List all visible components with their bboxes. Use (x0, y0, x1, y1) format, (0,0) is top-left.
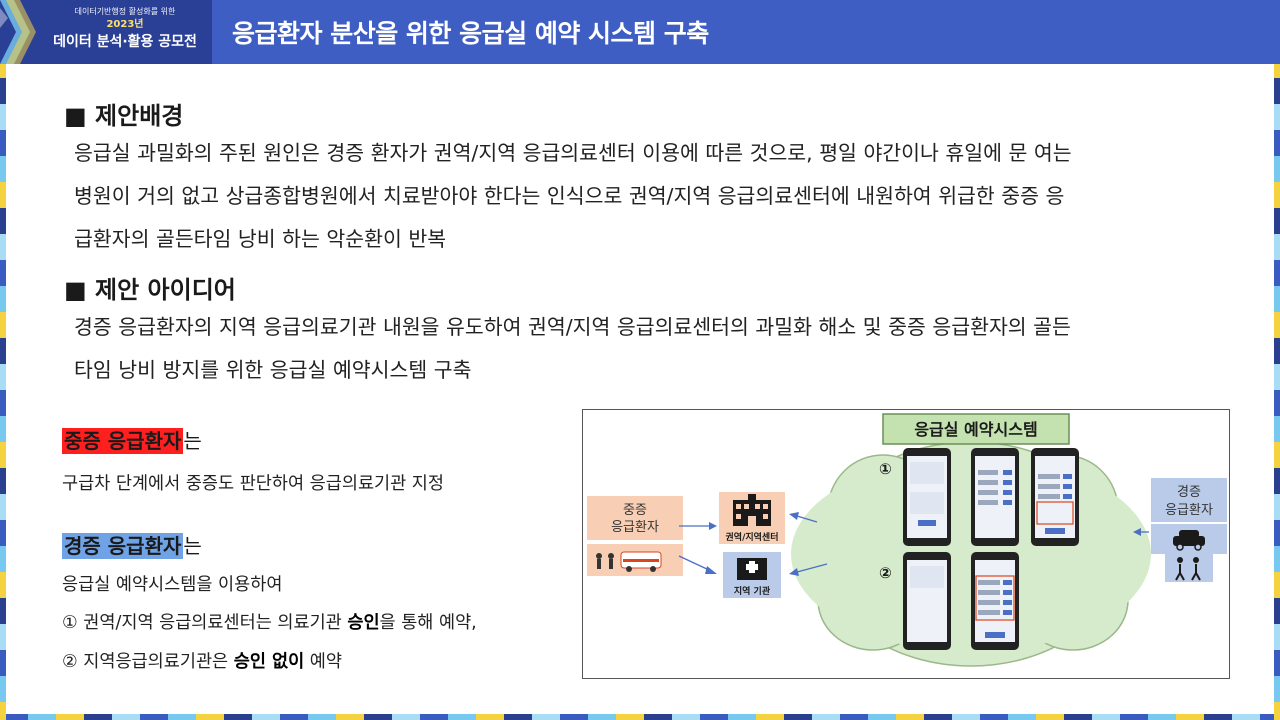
mild-item-2-bold: 승인 없이 (233, 652, 305, 672)
section-heading-background: ■ 제안배경 (64, 102, 184, 130)
mild-patient-box (1151, 478, 1227, 522)
phone-mockup (903, 448, 951, 546)
logo-line-1: 데이터기반행정 활성화를 위한 (74, 7, 176, 16)
mild-item-1-text: ① 권역/지역 응급의료센터는 의료기관 (62, 613, 348, 633)
phone-mockup (971, 448, 1019, 546)
local-clinic-icon (723, 552, 781, 598)
contest-logo: 데이터기반행정 활성화를 위한 2023년 데이터 분석·활용 공모전 (0, 0, 212, 64)
background-line: 급환자의 골든타임 낭비 하는 악순환이 반복 (74, 227, 447, 251)
system-title-box (882, 413, 1070, 445)
background-line: 병원이 거의 없고 상급종합병원에서 치료받아야 한다는 인식으로 권역/지역 … (74, 184, 1065, 208)
flow-arrows (678, 512, 1149, 576)
severe-description: 구급차 단계에서 중증도 판단하여 응급의료기관 지정 (62, 474, 445, 494)
background-paragraph: 응급실 과밀화의 주된 원인은 경증 환자가 권역/지역 응급의료센터 이용에 … (74, 132, 1224, 261)
idea-line: 경증 응급환자의 지역 응급의료기관 내원을 유도하여 권역/지역 응급의료센터… (74, 315, 1071, 339)
idea-paragraph: 경증 응급환자의 지역 응급의료기관 내원을 유도하여 권역/지역 응급의료센터… (74, 306, 1224, 392)
mild-item-2-text: ② 지역응급의료기관은 (62, 652, 234, 672)
mild-item-1: ① 권역/지역 응급의료센터는 의료기관 승인을 통해 예약, (62, 609, 477, 634)
mild-item-1-bold: 승인 (347, 613, 380, 633)
mild-description: 응급실 예약시스템을 이용하여 (62, 575, 283, 595)
severe-suffix: 는 (183, 429, 202, 453)
hospital-building-icon (719, 492, 785, 544)
ambulance-icon (587, 544, 683, 576)
mild-box-line-1: 경증 (1177, 485, 1201, 500)
page-title: 응급환자 분산을 위한 응급실 예약 시스템 구축 (232, 19, 709, 48)
phone-mockup (903, 552, 951, 650)
frame-left (0, 0, 6, 720)
system-title: 응급실 예약시스템 (914, 420, 1037, 439)
logo-line-2: 2023년 (106, 19, 144, 30)
diagram-svg: 응급실 예약시스템 ① ② (587, 413, 1227, 667)
section-heading-idea: ■ 제안 아이디어 (64, 276, 236, 304)
mild-suffix: 는 (183, 534, 202, 558)
severe-patient-box (587, 496, 683, 540)
local-label: 지역 기관 (734, 585, 771, 597)
severe-highlight: 중증 응급환자 (62, 428, 184, 454)
mild-box-line-2: 응급환자 (1165, 503, 1213, 518)
phone-mockup (1031, 448, 1079, 546)
header-bar: 데이터기반행정 활성화를 위한 2023년 데이터 분석·활용 공모전 응급환자… (0, 0, 1280, 64)
step-1-label: ① (879, 460, 892, 478)
mild-highlight: 경증 응급환자 (62, 533, 184, 559)
frame-right (1274, 0, 1280, 720)
phone-mockup (971, 552, 1019, 650)
logo-x-icon (0, 0, 36, 64)
center-label: 권역/지역센터 (726, 531, 779, 543)
severe-box-line-1: 중증 (623, 503, 647, 518)
mild-item-1-post: 을 통해 예약, (379, 613, 477, 633)
idea-line: 타임 낭비 방지를 위한 응급실 예약시스템 구축 (74, 358, 472, 382)
background-line: 응급실 과밀화의 주된 원인은 경증 환자가 권역/지역 응급의료센터 이용에 … (74, 141, 1072, 165)
step-2-label: ② (879, 564, 892, 582)
logo-line-3: 데이터 분석·활용 공모전 (53, 34, 197, 50)
mild-item-2-post: 예약 (304, 652, 342, 672)
car-icon (1151, 524, 1227, 554)
severe-box-line-2: 응급환자 (611, 520, 659, 535)
reservation-system-diagram: 응급실 예약시스템 ① ② (582, 409, 1230, 679)
walking-people-icon (1165, 554, 1213, 582)
mild-item-2: ② 지역응급의료기관은 승인 없이 예약 (62, 648, 342, 673)
